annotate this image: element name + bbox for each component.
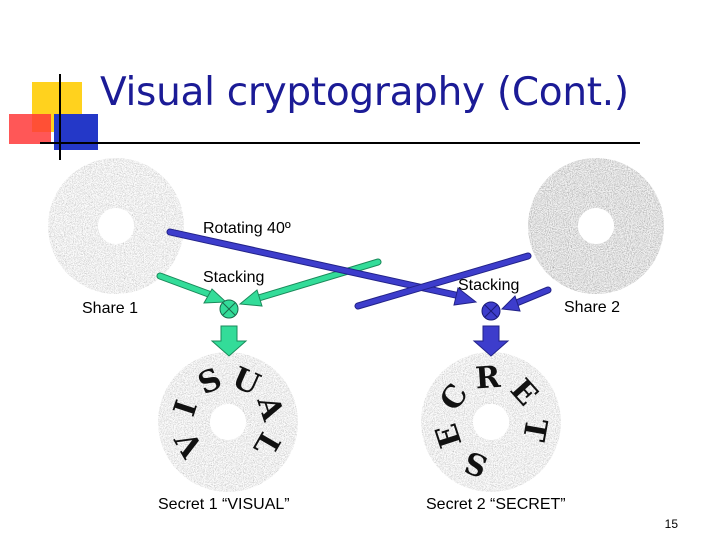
label-rotating: Rotating 40º — [203, 220, 291, 237]
decor-vertical-line — [59, 74, 61, 160]
green-down-arrow — [210, 325, 248, 357]
decor-blue-square — [54, 114, 98, 150]
stacking-operator-2 — [481, 301, 501, 321]
label-share2: Share 2 — [564, 299, 621, 316]
disc-letter: R — [474, 360, 502, 397]
blue-arrow-share2 — [354, 252, 532, 310]
label-share1: Share 1 — [82, 300, 139, 317]
blue-down-arrow — [472, 325, 510, 357]
blue-arrow-share2-short — [500, 286, 552, 312]
green-arrow-to-stack1 — [238, 258, 382, 307]
title-underline — [40, 142, 640, 144]
green-arrow-share1 — [156, 272, 228, 304]
label-secret2: Secret 2 “SECRET” — [426, 496, 566, 513]
label-stacking-left: Stacking — [203, 269, 265, 286]
share1-disc — [46, 156, 186, 296]
decor-red-square — [9, 114, 51, 144]
blue-arrow-rotating — [166, 228, 478, 306]
slide-title: Visual cryptography (Cont.) — [100, 70, 629, 115]
stacking-operator-1 — [219, 299, 239, 319]
label-stacking-right: Stacking — [458, 277, 520, 294]
label-secret1: Secret 1 “VISUAL” — [158, 496, 290, 513]
share2-disc — [526, 156, 666, 296]
page-number: 15 — [664, 517, 678, 531]
